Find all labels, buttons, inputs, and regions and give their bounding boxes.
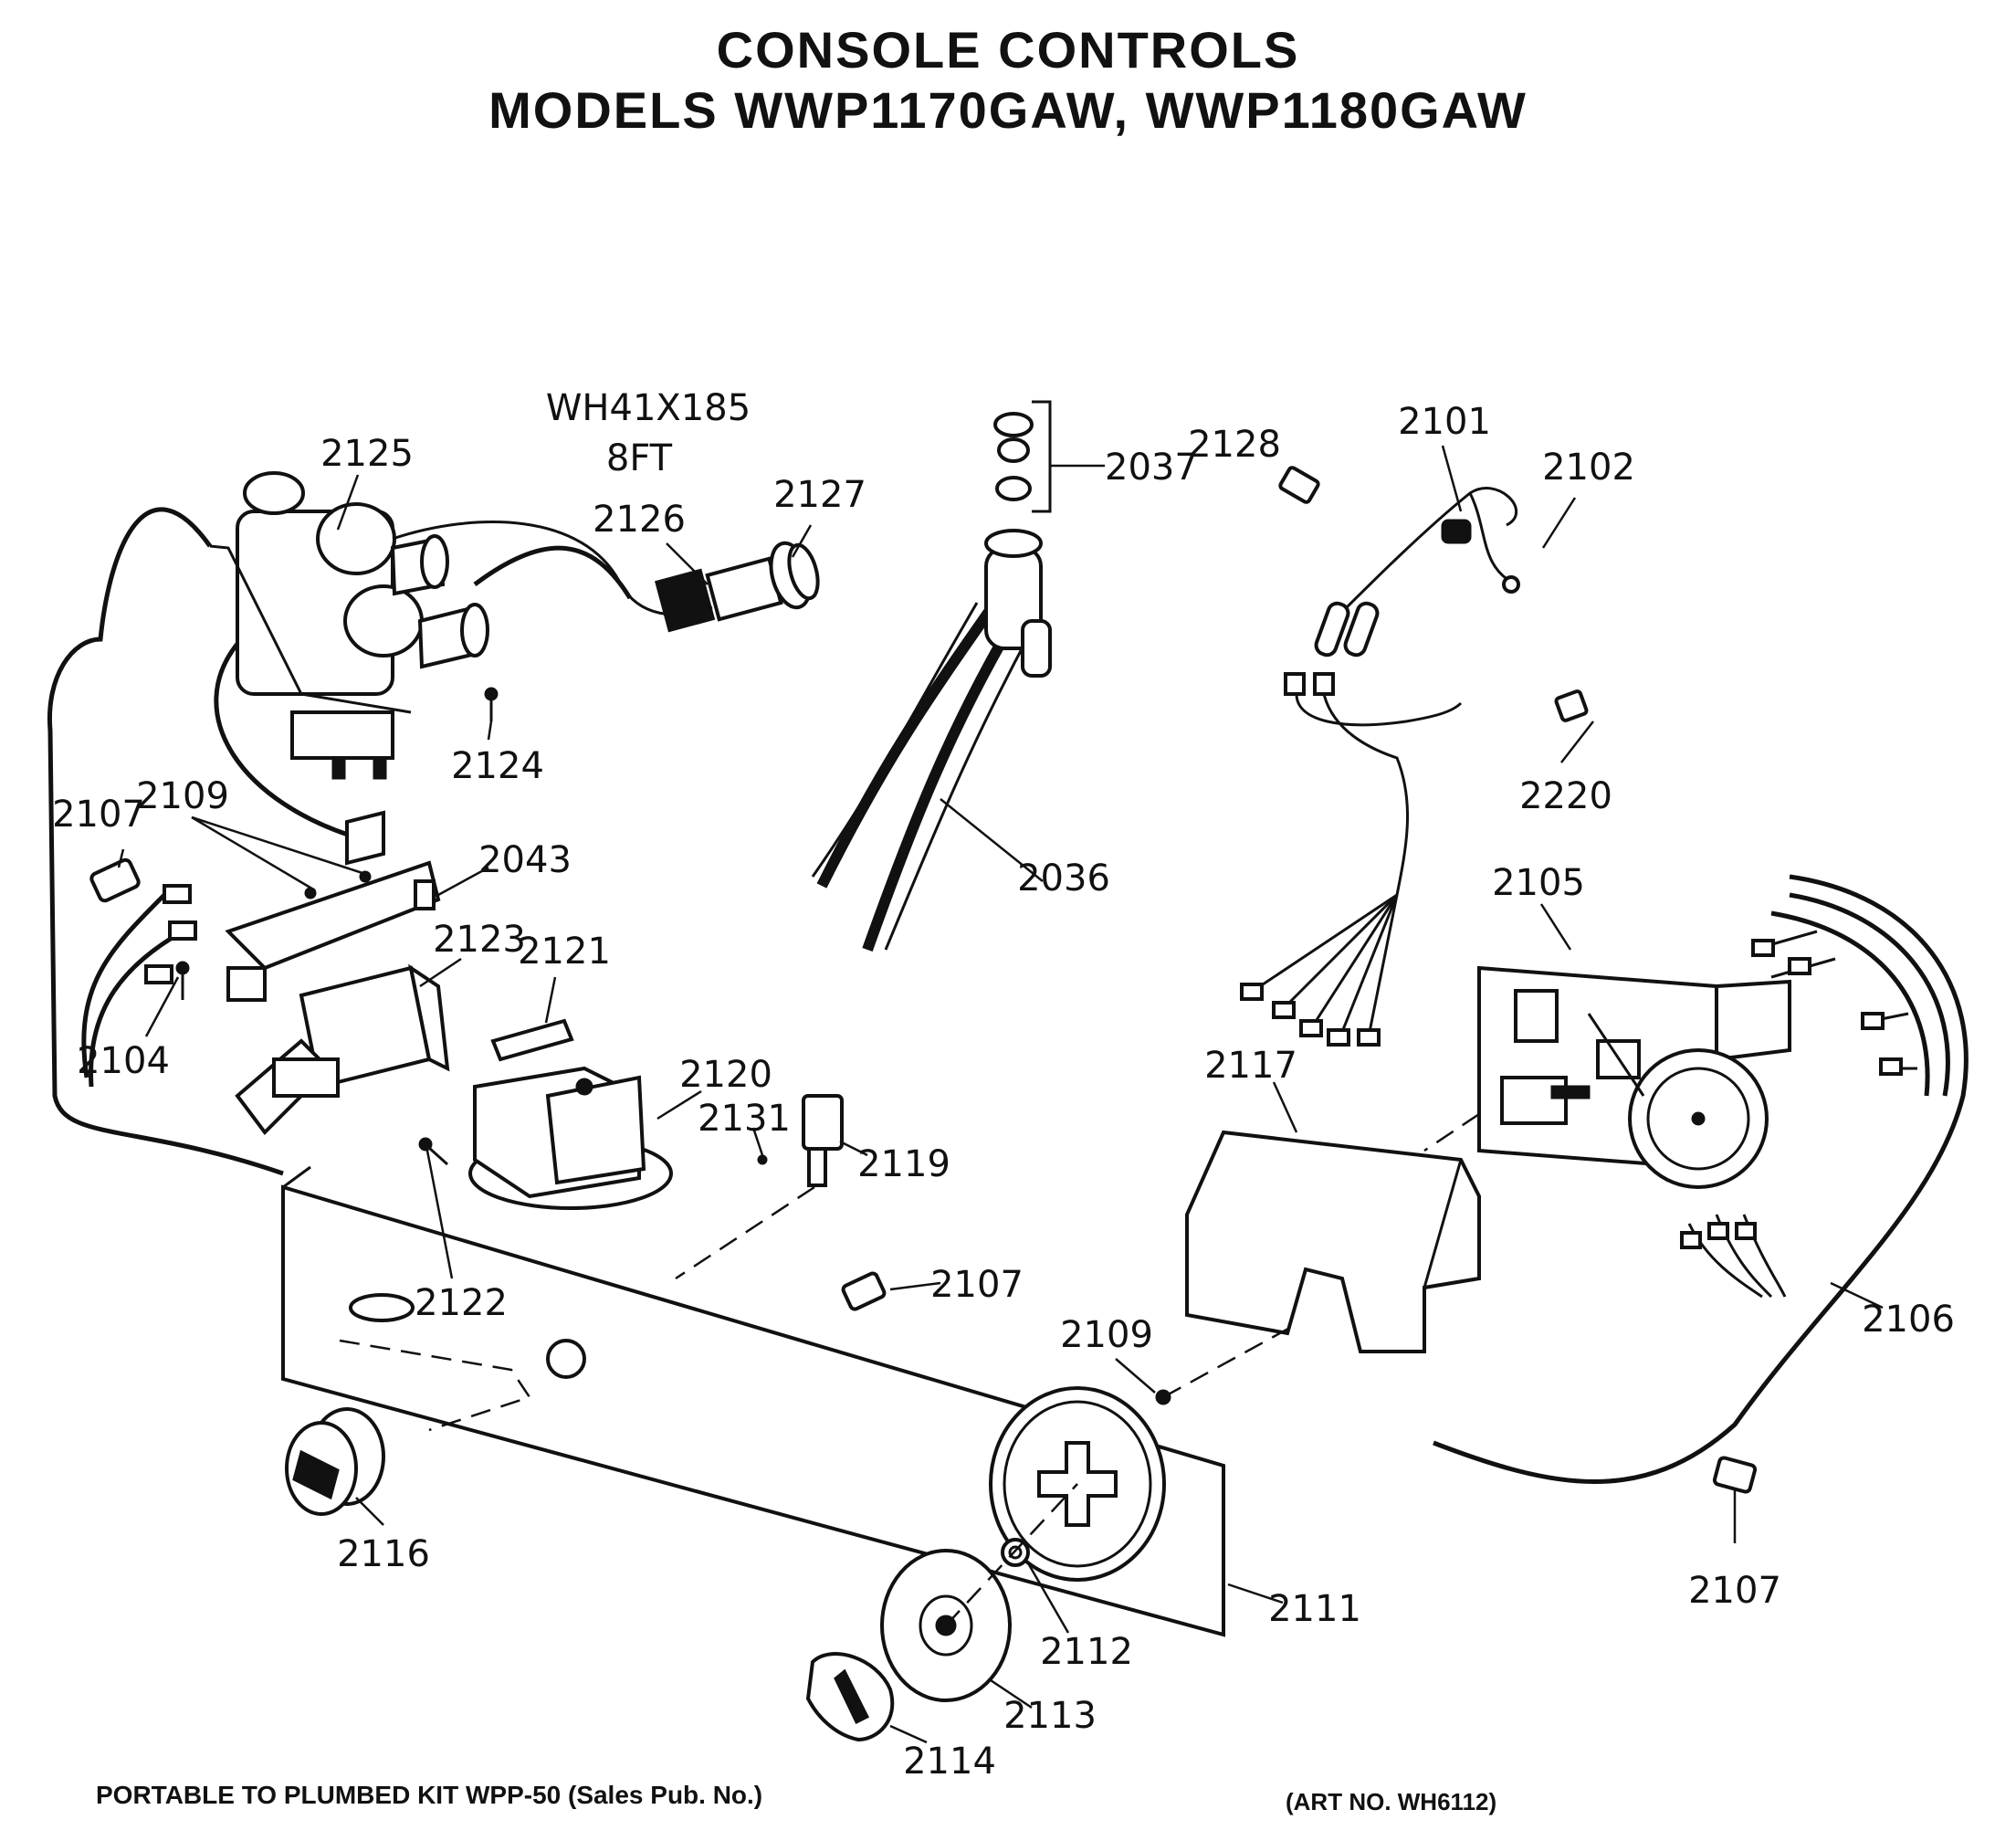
label-2116: 2116 — [337, 1533, 430, 1575]
valve-bracket — [225, 810, 441, 1002]
part-labels: WH41X185 8FT 2125 2126 2127 2037 2036 21… — [52, 387, 1955, 1783]
kit-note: PORTABLE TO PLUMBED KIT WPP-50 (Sales Pu… — [96, 1781, 763, 1809]
label-2112: 2112 — [1040, 1631, 1133, 1673]
art-number: (ART NO. WH6112) — [1286, 1788, 1497, 1815]
label-2120: 2120 — [679, 1054, 772, 1096]
label-2113: 2113 — [1003, 1695, 1097, 1737]
cord-length: 8FT — [606, 437, 673, 479]
label-2106: 2106 — [1862, 1299, 1955, 1341]
label-2037: 2037 — [1105, 447, 1198, 489]
valve-wire — [473, 545, 633, 600]
fill-hose-assembly — [811, 400, 1052, 952]
label-2043: 2043 — [478, 839, 572, 881]
label-2107-center: 2107 — [930, 1264, 1024, 1306]
timer — [1477, 965, 1791, 1189]
label-2119: 2119 — [857, 1143, 950, 1185]
label-2123: 2123 — [433, 919, 526, 961]
timer-cover — [1185, 1130, 1481, 1353]
label-2114: 2114 — [903, 1741, 996, 1783]
right-wire-harness — [1433, 874, 1969, 1484]
wire-clip-right — [1712, 1456, 1758, 1494]
left-wire-harness — [47, 507, 366, 1176]
lamp-cord — [1314, 487, 1520, 658]
diagram-title: CONSOLE CONTROLS — [716, 21, 1300, 79]
label-2124: 2124 — [451, 745, 544, 787]
label-2127: 2127 — [773, 474, 866, 516]
label-2131: 2131 — [698, 1098, 791, 1140]
label-2117: 2117 — [1204, 1045, 1297, 1087]
label-2111: 2111 — [1268, 1588, 1361, 1630]
leader-lines — [117, 445, 1884, 1744]
label-2105: 2105 — [1492, 862, 1585, 904]
wire-clip-left — [89, 857, 141, 903]
label-2107-left: 2107 — [52, 794, 145, 836]
label-2125: 2125 — [320, 433, 414, 475]
timer-knob — [805, 1652, 895, 1742]
power-cord-plug — [392, 521, 820, 633]
selector-knob — [285, 1407, 385, 1516]
center-wire-harness — [1240, 672, 1463, 1047]
models-subtitle: MODELS WWP1170GAW, WWP1180GAW — [488, 81, 1528, 139]
water-inlet-valve — [209, 471, 489, 780]
label-2109-center: 2109 — [1060, 1314, 1153, 1356]
terminal-2220 — [1554, 689, 1589, 722]
label-2101: 2101 — [1398, 401, 1491, 443]
label-2128: 2128 — [1188, 424, 1281, 466]
label-2121: 2121 — [518, 931, 611, 973]
cord-part-number: WH41X185 — [546, 387, 751, 429]
label-2122: 2122 — [415, 1282, 508, 1324]
label-2036: 2036 — [1017, 857, 1110, 899]
label-2107-right: 2107 — [1688, 1570, 1781, 1612]
label-2126: 2126 — [593, 499, 686, 541]
lid-switch — [235, 963, 450, 1136]
label-2220: 2220 — [1519, 775, 1612, 817]
rotary-switch — [675, 1094, 844, 1280]
label-2104: 2104 — [77, 1040, 170, 1082]
wire-clip-center — [841, 1271, 887, 1311]
console-panel — [281, 1165, 1225, 1637]
label-2109-left: 2109 — [136, 775, 229, 817]
water-level-switch — [468, 1066, 673, 1210]
terminal-2128 — [1278, 466, 1320, 504]
label-plate — [490, 1018, 574, 1062]
label-2102: 2102 — [1542, 447, 1635, 489]
